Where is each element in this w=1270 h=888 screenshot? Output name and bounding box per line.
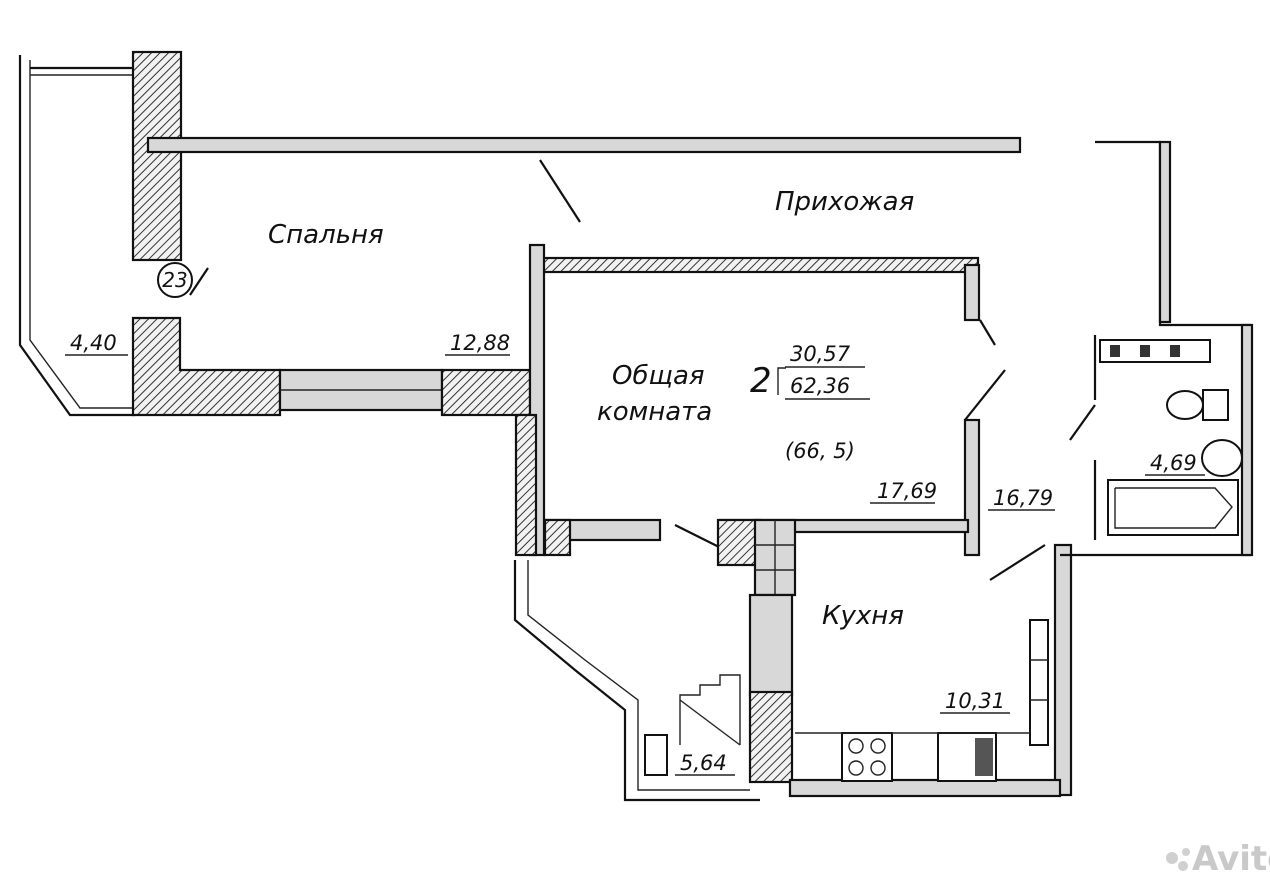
room-count: 2 — [750, 361, 772, 401]
avito-watermark: Avito — [1166, 839, 1270, 879]
ac-unit-icon — [644, 734, 668, 776]
total-area: 62,36 — [790, 374, 850, 398]
living-area: 30,57 — [790, 342, 851, 366]
room-label-hallway: Прихожая — [775, 187, 914, 217]
area-bathroom: 4,69 — [1150, 451, 1197, 475]
area-bedroom: 12,88 — [450, 331, 510, 355]
area-kitchen: 10,31 — [945, 689, 1005, 713]
marker-number: 23 — [162, 268, 187, 292]
room-label-living-1: Общая — [612, 361, 705, 391]
washbasin-icon — [1201, 439, 1243, 477]
top-partition — [146, 136, 1022, 223]
watermark-text: Avito — [1192, 839, 1270, 879]
balcony-left — [18, 55, 135, 417]
kitchen-walls — [716, 518, 1073, 798]
toilet-icon — [1166, 390, 1204, 420]
bedroom-walls — [131, 50, 532, 417]
kitchen-cabinet-icon — [1029, 619, 1049, 746]
area-hallway: 16,79 — [993, 486, 1053, 510]
section-marker: 23 — [157, 262, 209, 298]
room-label-living-2: комната — [597, 397, 712, 427]
bathroom — [1060, 140, 1254, 557]
stove-icon — [841, 732, 893, 782]
balcony-kitchen — [513, 560, 760, 802]
area-balcony-left: 4,40 — [70, 331, 117, 355]
area-living: 17,69 — [877, 479, 937, 503]
area-balcony-kitchen: 5,64 — [680, 751, 727, 775]
apartment-summary: 2 30,57 62,36 (66, 5) — [750, 342, 870, 463]
room-label-bedroom: Спальня — [268, 220, 384, 250]
bathroom-shelf-icon — [1099, 339, 1211, 363]
total-area-with-balconies: (66, 5) — [785, 439, 855, 463]
room-label-kitchen: Кухня — [822, 601, 904, 631]
